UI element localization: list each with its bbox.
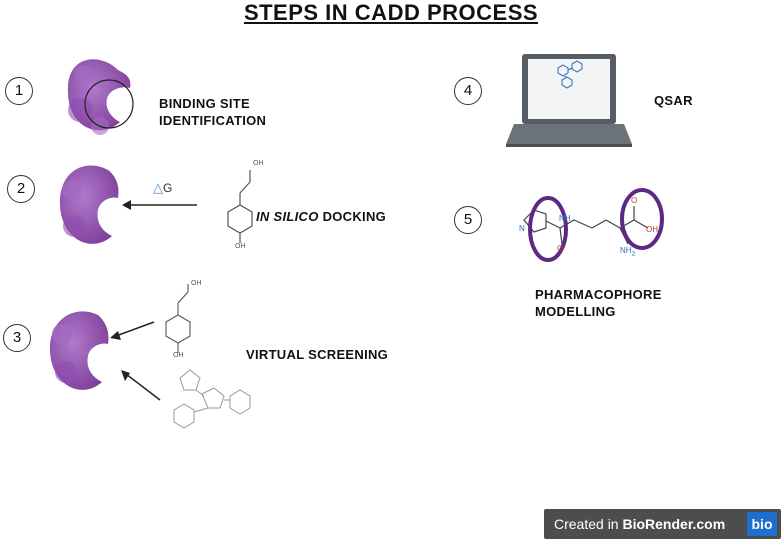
step-number-4: 4 xyxy=(454,77,482,105)
energy-label: G xyxy=(163,181,173,195)
protein-icon-step1 xyxy=(67,59,131,135)
atom-label-oh-2: OH xyxy=(235,243,246,250)
atom-n: N xyxy=(559,214,565,223)
atom-label-nh2: NH2 xyxy=(620,246,635,258)
atom-h: H xyxy=(564,214,571,223)
step5-label-line2: MODELLING xyxy=(535,304,616,319)
step1-label-line1: BINDING SITE xyxy=(159,96,250,111)
page-title: STEPS IN CADD PROCESS xyxy=(243,0,539,25)
atom-label-o-amide: O xyxy=(557,244,564,253)
step-number-2: 2 xyxy=(7,175,35,203)
atom-label-n-ring: N xyxy=(519,224,525,233)
atom-nh: NH xyxy=(620,246,632,255)
atom-label-oh-1: OH xyxy=(253,160,264,167)
delta-g-label: △G xyxy=(153,180,172,196)
screening-arrow-bottom xyxy=(121,370,161,401)
atom-nh2-subscript: 2 xyxy=(631,250,636,258)
step5-label-line1: PHARMACOPHORE xyxy=(535,287,662,302)
binding-site-circle xyxy=(84,79,134,129)
docking-arrow xyxy=(122,200,197,210)
step2-label-italic: IN SILICO xyxy=(256,209,319,224)
pharmacophore-ring-left xyxy=(528,196,568,262)
atom-label-oh-4: OH xyxy=(173,352,184,359)
screening-molecule-a xyxy=(165,284,191,353)
step2-label-rest: DOCKING xyxy=(318,209,387,224)
screening-arrow-top xyxy=(110,321,155,340)
step-number-3: 3 xyxy=(3,324,31,352)
biorender-logo-icon: bio xyxy=(747,512,777,536)
delta-icon: △ xyxy=(153,180,163,195)
laptop-icon xyxy=(506,54,632,147)
step5-label: PHARMACOPHORE MODELLING xyxy=(535,286,662,320)
step1-label-line2: IDENTIFICATION xyxy=(159,113,267,128)
atom-label-o-acid: O xyxy=(631,196,638,205)
step4-label: QSAR xyxy=(654,93,693,108)
atom-label-nh-amide: NH xyxy=(559,214,571,223)
biorender-badge[interactable]: Created in BioRender.com bio xyxy=(544,509,781,539)
badge-brand: BioRender.com xyxy=(622,516,726,532)
atom-label-oh-3: OH xyxy=(191,280,202,287)
badge-text: Created in BioRender.com xyxy=(544,516,747,532)
step3-label: VIRTUAL SCREENING xyxy=(246,347,389,362)
step1-label: BINDING SITE IDENTIFICATION xyxy=(159,95,266,129)
protein-icon-step2 xyxy=(59,165,119,244)
badge-prefix: Created in xyxy=(554,516,623,532)
pharmacophore-molecule xyxy=(523,201,649,245)
ligand-molecule-step2 xyxy=(227,170,253,243)
atom-label-oh-acid: OH xyxy=(646,225,658,234)
step-number-5: 5 xyxy=(454,206,482,234)
protein-icon-step3 xyxy=(49,311,109,390)
pharmacophore-ring-right xyxy=(620,188,664,250)
step-number-1: 1 xyxy=(5,77,33,105)
step2-label: IN SILICO DOCKING xyxy=(256,208,386,225)
screening-molecule-b xyxy=(173,369,251,429)
